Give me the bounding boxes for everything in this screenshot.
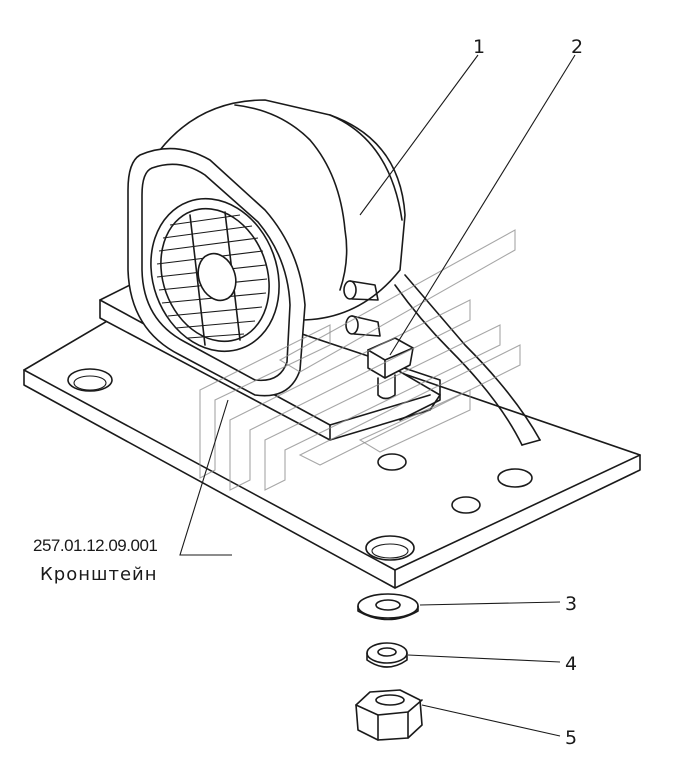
part-code: 257.01.12.09.001 [33,536,157,555]
plate-hole [365,535,415,561]
watermark [199,229,521,491]
reverse-alarm [127,99,414,400]
leader-4 [407,654,561,663]
plate-hole [67,368,113,392]
washer-4 [366,642,408,668]
part-name: Кронштейн [40,564,157,585]
leader-3 [419,601,561,606]
callout-5: 5 [565,727,577,749]
leader-2 [389,54,576,356]
leader-part-label [179,399,232,556]
nut-5 [355,689,423,741]
terminals [343,280,381,337]
callout-2: 2 [571,36,583,58]
plate-hole [451,496,481,514]
plate-hole [497,468,533,488]
callout-4: 4 [565,653,577,675]
speaker-center [197,252,237,302]
bolt [367,337,414,400]
washer-3 [357,593,419,621]
callout-3: 3 [565,593,577,615]
leader-5 [421,704,561,737]
plate-hole [377,453,407,471]
leader-lines [179,54,576,737]
speaker-grille [156,211,268,346]
leader-1 [359,54,479,216]
callout-1: 1 [473,36,485,58]
